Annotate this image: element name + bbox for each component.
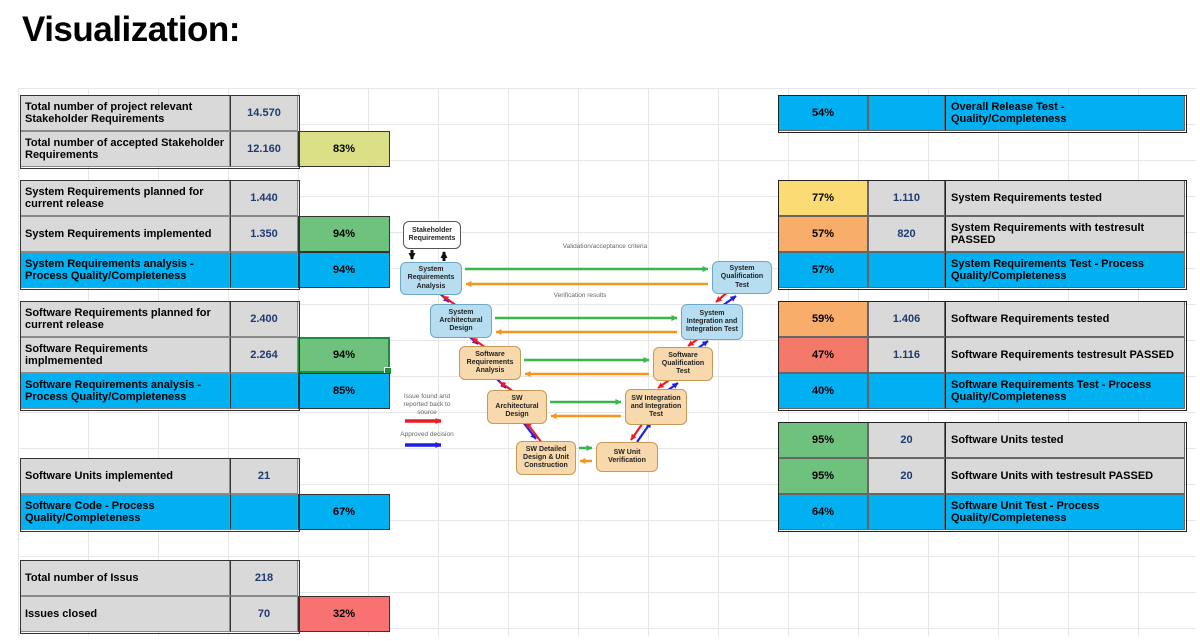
- vmodel-arrows: [405, 250, 737, 464]
- cell-label[interactable]: Software Units with testresult PASSED: [945, 458, 1185, 494]
- cell-value[interactable]: [230, 252, 298, 288]
- cell-label[interactable]: Software Requirements planned for curren…: [20, 301, 230, 337]
- cell-label[interactable]: Issues closed: [20, 596, 230, 632]
- cell-percent[interactable]: 47%: [778, 337, 868, 373]
- cell-label[interactable]: Software Requirements analysis - Process…: [20, 373, 230, 409]
- legend-issue-reported: Issue found and reported back to source: [403, 393, 451, 416]
- cell-value[interactable]: 21: [230, 458, 298, 494]
- cell-value[interactable]: 1.116: [868, 337, 945, 373]
- cell-label[interactable]: Total number of Issus: [20, 560, 230, 596]
- cell-value[interactable]: 14.570: [230, 95, 298, 131]
- vmodel-box-sw-unit-verification: SW Unit Verification: [596, 442, 658, 472]
- vmodel-box-sw-detailed-design-unit-construction: SW Detailed Design & Unit Construction: [516, 441, 576, 475]
- cell-value[interactable]: [868, 494, 945, 530]
- legend-approved-decision: Approved decision: [400, 431, 454, 438]
- cell-label[interactable]: Software Units implemented: [20, 458, 230, 494]
- cell-value[interactable]: 12.160: [230, 131, 298, 167]
- cell-label[interactable]: System Requirements planned for current …: [20, 180, 230, 216]
- cell-percent[interactable]: 57%: [778, 216, 868, 252]
- cell-percent[interactable]: 57%: [778, 252, 868, 288]
- cell-label[interactable]: Software Requirements implmemented: [20, 337, 230, 373]
- cell-label[interactable]: Software Unit Test - Process Quality/Com…: [945, 494, 1185, 530]
- cell-value[interactable]: 1.110: [868, 180, 945, 216]
- cell-percent[interactable]: 64%: [778, 494, 868, 530]
- cell-percent[interactable]: 54%: [778, 95, 868, 131]
- vmodel-box-sw-integration-test: SW Integration and Integration Test: [625, 389, 687, 425]
- cell-value[interactable]: [868, 252, 945, 288]
- cell-label[interactable]: System Requirements analysis - Process Q…: [20, 252, 230, 288]
- cell-label[interactable]: Software Units tested: [945, 422, 1185, 458]
- cell-value[interactable]: [230, 494, 298, 530]
- cell-percent[interactable]: 95%: [778, 422, 868, 458]
- annotation-validation-criteria: Validation/acceptance criteria: [562, 243, 648, 250]
- vmodel-box-stakeholder-requirements: Stakeholder Requirements: [403, 221, 461, 249]
- cell-value[interactable]: 70: [230, 596, 298, 632]
- cell-label[interactable]: Total number of accepted Stakeholder Req…: [20, 131, 230, 167]
- vmodel-box-system-qualification-test: System Qualification Test: [712, 261, 772, 294]
- vmodel-box-system-architectural-design: System Architectural Design: [430, 304, 492, 338]
- cell-value[interactable]: 1.440: [230, 180, 298, 216]
- cell-label[interactable]: Total number of project relevant Stakeho…: [20, 95, 230, 131]
- vmodel-box-system-requirements-analysis: System Requirements Analysis: [400, 262, 462, 295]
- cell-label[interactable]: System Requirements with testresult PASS…: [945, 216, 1185, 252]
- cell-label[interactable]: System Requirements Test - Process Quali…: [945, 252, 1185, 288]
- cell-label[interactable]: Software Code - Process Quality/Complete…: [20, 494, 230, 530]
- cell-value[interactable]: 2.264: [230, 337, 298, 373]
- vmodel-box-software-requirements-analysis: Software Requirements Analysis: [459, 346, 521, 380]
- annotation-verification-results: Verification results: [553, 292, 607, 299]
- cell-percent[interactable]: 95%: [778, 458, 868, 494]
- cell-percent[interactable]: 40%: [778, 373, 868, 409]
- cell-value[interactable]: 1.406: [868, 301, 945, 337]
- cell-value[interactable]: [868, 373, 945, 409]
- cell-percent-selected[interactable]: 94%: [298, 337, 390, 373]
- cell-value[interactable]: 1.350: [230, 216, 298, 252]
- vmodel-diagram: Stakeholder Requirements System Requirem…: [395, 215, 790, 485]
- cell-value[interactable]: 2.400: [230, 301, 298, 337]
- cell-value[interactable]: 218: [230, 560, 298, 596]
- vmodel-box-sw-architectural-design: SW Architectural Design: [487, 390, 547, 424]
- cell-percent[interactable]: 94%: [298, 252, 390, 288]
- cell-label[interactable]: Software Requirements testresult PASSED: [945, 337, 1185, 373]
- cell-value[interactable]: 20: [868, 422, 945, 458]
- cell-label[interactable]: Software Requirements tested: [945, 301, 1185, 337]
- page-title: Visualization:: [22, 10, 240, 49]
- cell-percent[interactable]: 77%: [778, 180, 868, 216]
- cell-label[interactable]: Software Requirements Test - Process Qua…: [945, 373, 1185, 409]
- cell-percent[interactable]: 59%: [778, 301, 868, 337]
- cell-label[interactable]: Overall Release Test - Quality/Completen…: [945, 95, 1185, 131]
- cell-value[interactable]: 20: [868, 458, 945, 494]
- cell-percent[interactable]: 67%: [298, 494, 390, 530]
- vmodel-box-software-qualification-test: Software Qualification Test: [653, 347, 713, 381]
- cell-value[interactable]: [230, 373, 298, 409]
- cell-percent[interactable]: 32%: [298, 596, 390, 632]
- cell-value[interactable]: 820: [868, 216, 945, 252]
- vmodel-box-system-integration-test: System Integration and Integration Test: [681, 304, 743, 340]
- cell-percent[interactable]: 85%: [298, 373, 390, 409]
- cell-percent[interactable]: 94%: [298, 216, 390, 252]
- cell-label[interactable]: System Requirements tested: [945, 180, 1185, 216]
- cell-label[interactable]: System Requirements implemented: [20, 216, 230, 252]
- cell-percent[interactable]: 83%: [298, 131, 390, 167]
- cell-value[interactable]: [868, 95, 945, 131]
